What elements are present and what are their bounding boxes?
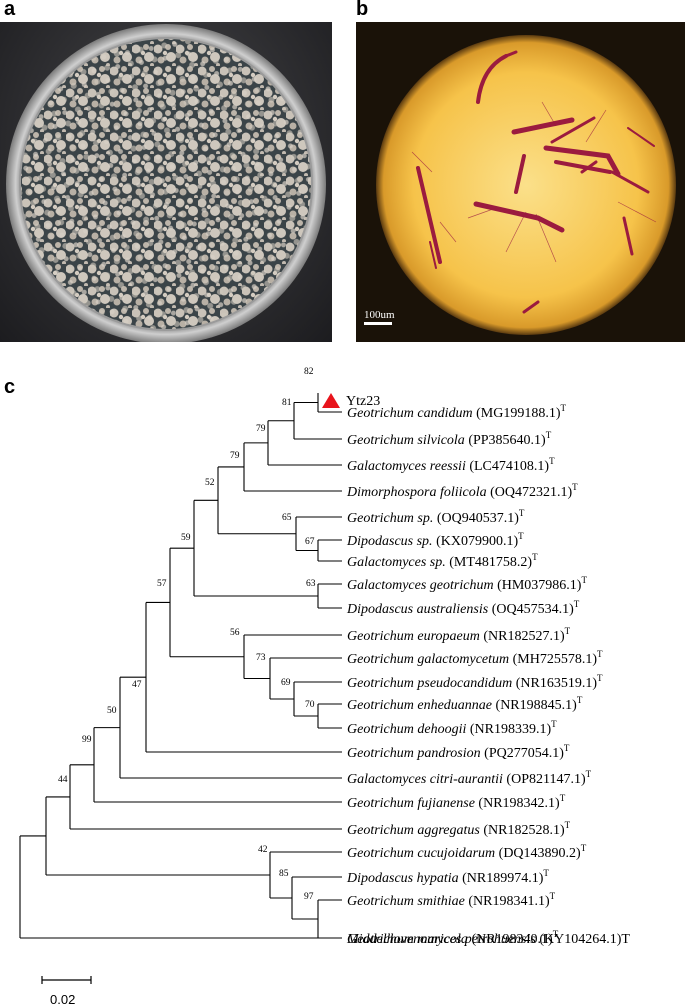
- bootstrap-value: 82: [304, 367, 314, 377]
- petri-dish-photo: [0, 22, 332, 342]
- query-strain-marker: [322, 393, 340, 408]
- taxon-label: Geotrichum sp. (OQ940537.1)T: [347, 508, 525, 526]
- phylogenetic-tree: 82 81 79 79 52 65 67 59 63 57 56 73 69 70 47 50 99 44 42 85…: [19, 367, 630, 1007]
- taxon-label: Dipodascus australiensis (OQ457534.1)T: [346, 599, 580, 617]
- taxon-label: Galactomyces sp. (MT481758.2)T: [347, 552, 538, 570]
- bootstrap-value: 97: [304, 892, 314, 902]
- taxon-label: Middelhovenomyces petrohuensis (KY104264…: [346, 932, 630, 947]
- bootstrap-value: 57: [157, 579, 167, 589]
- bootstrap-value: 69: [281, 678, 291, 688]
- panel-label-c: c: [4, 376, 16, 398]
- bootstrap-value: 59: [181, 533, 191, 543]
- taxon-label: Galactomyces citri-aurantii (OP821147.1)…: [347, 769, 592, 787]
- taxon-label: Geotrichum silvicola (PP385640.1)T: [347, 430, 552, 448]
- taxon-label: Geotrichum pandrosion (PQ277054.1)T: [347, 743, 570, 761]
- bootstrap-value: 79: [256, 424, 266, 434]
- query-strain-label: Ytz23: [346, 394, 380, 409]
- bootstrap-values: 82 81 79 79 52 65 67 59 63 57 56 73 69 70 47 50 99 44 42 85…: [58, 367, 316, 902]
- taxon-label: Geotrichum europaeum (NR182527.1)T: [347, 626, 571, 644]
- taxon-label: Geotrichum cucujoidarum (DQ143890.2)T: [347, 843, 587, 861]
- taxon-label: Geotrichum enheduannae (NR198845.1)T: [347, 695, 583, 713]
- bootstrap-value: 99: [82, 735, 92, 745]
- panel-label-a: a: [4, 0, 16, 20]
- bootstrap-value: 79: [230, 451, 240, 461]
- bootstrap-value: 63: [306, 579, 316, 589]
- bootstrap-value: 50: [107, 706, 117, 716]
- micrograph-field: 100um: [356, 22, 685, 342]
- taxon-label: Dipodascus sp. (KX079900.1)T: [346, 531, 524, 549]
- taxon-label: Geotrichum smithiae (NR198341.1)T: [347, 891, 556, 909]
- bootstrap-value: 81: [282, 398, 292, 408]
- taxon-label: Geotrichum candidum (MG199188.1)T: [347, 403, 566, 421]
- taxon-label: Geotrichum maricola (NR198340.1)T: [347, 929, 559, 947]
- micrograph: 100um: [356, 22, 685, 342]
- bootstrap-value: 56: [230, 628, 240, 638]
- bootstrap-value: 44: [58, 775, 68, 785]
- taxon-label: Galactomyces geotrichum (HM037986.1)T: [347, 575, 587, 593]
- taxon-label: Geotrichum dehoogii (NR198339.1)T: [347, 719, 557, 737]
- tree-branches: [19, 393, 342, 939]
- taxon-label: Dipodascus hypatia (NR189974.1)T: [346, 868, 549, 886]
- panel-label-b: b: [356, 0, 369, 20]
- taxon-label: Galactomyces reessii (LC474108.1)T: [347, 456, 555, 474]
- bootstrap-value: 70: [305, 700, 315, 710]
- bootstrap-value: 85: [279, 869, 289, 879]
- taxon-labels: Geotrichum candidum (MG199188.1)T Geotric…: [346, 403, 630, 947]
- bootstrap-value: 65: [282, 513, 292, 523]
- bootstrap-value: 52: [205, 478, 215, 488]
- petri-dish-illustration: [6, 24, 326, 342]
- taxon-label: Geotrichum pseudocandidum (NR163519.1)T: [347, 673, 603, 691]
- tree-scale-label: 0.02: [50, 992, 75, 1007]
- taxon-label: Geotrichum fujianense (NR198342.1)T: [347, 793, 566, 811]
- bootstrap-value: 67: [305, 537, 315, 547]
- taxon-label: Geotrichum galactomycetum (MH725578.1)T: [347, 649, 603, 667]
- taxon-label: Dimorphospora foliicola (OQ472321.1)T: [346, 482, 578, 500]
- bootstrap-value: 73: [256, 653, 266, 663]
- bootstrap-value: 47: [132, 680, 142, 690]
- bootstrap-value: 42: [258, 845, 268, 855]
- micrograph-scale-label: 100um: [364, 309, 395, 321]
- taxon-label: Geotrichum aggregatus (NR182528.1)T: [347, 820, 571, 838]
